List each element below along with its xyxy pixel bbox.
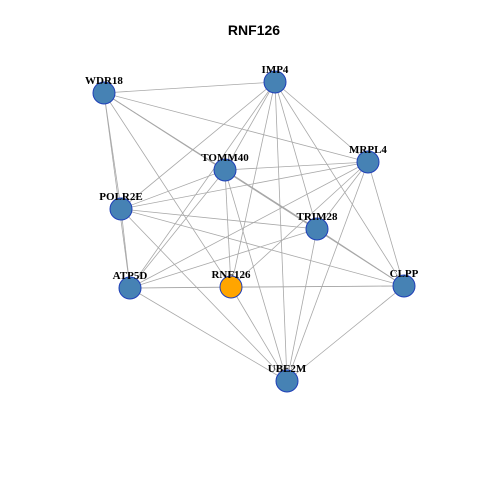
edge-mrpl4-ube2m — [286, 161, 369, 382]
edge-tomm40-atp5d — [129, 169, 226, 289]
node-circle[interactable] — [109, 197, 133, 221]
edge-wdr18-rnf126 — [103, 92, 232, 288]
edge-tomm40-rnf126 — [224, 169, 232, 288]
edge-wdr18-atp5d — [103, 92, 131, 289]
node-label: TOMM40 — [201, 152, 249, 164]
node-circle[interactable] — [213, 158, 237, 182]
edge-mrpl4-tomm40 — [224, 161, 369, 171]
edge-tomm40-polr2e — [120, 169, 226, 210]
node-circle[interactable] — [263, 70, 287, 94]
node-label: ATP5D — [113, 270, 148, 282]
edge-imp4-trim28 — [274, 81, 318, 230]
edge-wdr18-mrpl4 — [103, 92, 369, 163]
edge-rnf126-clpp — [230, 285, 405, 288]
edge-imp4-mrpl4 — [274, 81, 369, 163]
edge-imp4-rnf126 — [230, 81, 276, 288]
node-circle[interactable] — [92, 81, 116, 105]
edge-layer — [103, 81, 405, 382]
node-rnf126[interactable]: RNF126 — [211, 269, 251, 299]
edge-polr2e-ube2m — [120, 208, 288, 382]
edge-tomm40-trim28 — [224, 169, 318, 230]
node-atp5d[interactable]: ATP5D — [113, 270, 148, 300]
node-wdr18[interactable]: WDR18 — [85, 75, 123, 105]
node-label: CLPP — [390, 268, 419, 280]
edge-mrpl4-polr2e — [120, 161, 369, 210]
node-label: POLR2E — [99, 191, 142, 203]
edge-polr2e-clpp — [120, 208, 405, 287]
node-mrpl4[interactable]: MRPL4 — [349, 144, 387, 174]
edge-imp4-polr2e — [120, 81, 276, 210]
node-circle[interactable] — [275, 369, 299, 393]
edge-clpp-ube2m — [286, 285, 405, 382]
edge-mrpl4-clpp — [367, 161, 405, 287]
node-clpp[interactable]: CLPP — [390, 268, 419, 298]
node-circle[interactable] — [356, 150, 380, 174]
edge-rnf126-ube2m — [230, 286, 288, 382]
edge-trim28-atp5d — [129, 228, 318, 289]
node-label: TRIM28 — [297, 211, 338, 223]
node-label: WDR18 — [85, 75, 123, 87]
node-label: MRPL4 — [349, 144, 387, 156]
edge-trim28-ube2m — [286, 228, 318, 382]
edge-atp5d-ube2m — [129, 287, 288, 382]
edge-mrpl4-rnf126 — [230, 161, 369, 288]
edge-polr2e-atp5d — [120, 208, 131, 289]
node-imp4[interactable]: IMP4 — [262, 64, 289, 94]
plot-title: RNF126 — [228, 22, 280, 38]
edge-imp4-ube2m — [274, 81, 288, 382]
edge-imp4-atp5d — [129, 81, 276, 289]
node-circle[interactable] — [305, 217, 329, 241]
edge-imp4-tomm40 — [224, 81, 276, 171]
node-polr2e[interactable]: POLR2E — [99, 191, 143, 221]
node-label: RNF126 — [211, 269, 251, 281]
node-circle[interactable] — [392, 274, 416, 298]
edge-trim28-clpp — [316, 228, 405, 287]
node-circle[interactable] — [219, 275, 243, 299]
node-trim28[interactable]: TRIM28 — [297, 211, 338, 241]
node-ube2m[interactable]: UBE2M — [268, 363, 307, 393]
edge-mrpl4-atp5d — [129, 161, 369, 289]
node-label: UBE2M — [268, 363, 307, 375]
node-circle[interactable] — [118, 276, 142, 300]
edge-imp4-clpp — [274, 81, 405, 287]
edge-polr2e-trim28 — [120, 208, 318, 230]
node-tomm40[interactable]: TOMM40 — [201, 152, 249, 182]
edge-mrpl4-trim28 — [316, 161, 369, 230]
edge-tomm40-ube2m — [224, 169, 288, 382]
edge-wdr18-imp4 — [103, 81, 276, 94]
node-label: IMP4 — [262, 64, 289, 76]
